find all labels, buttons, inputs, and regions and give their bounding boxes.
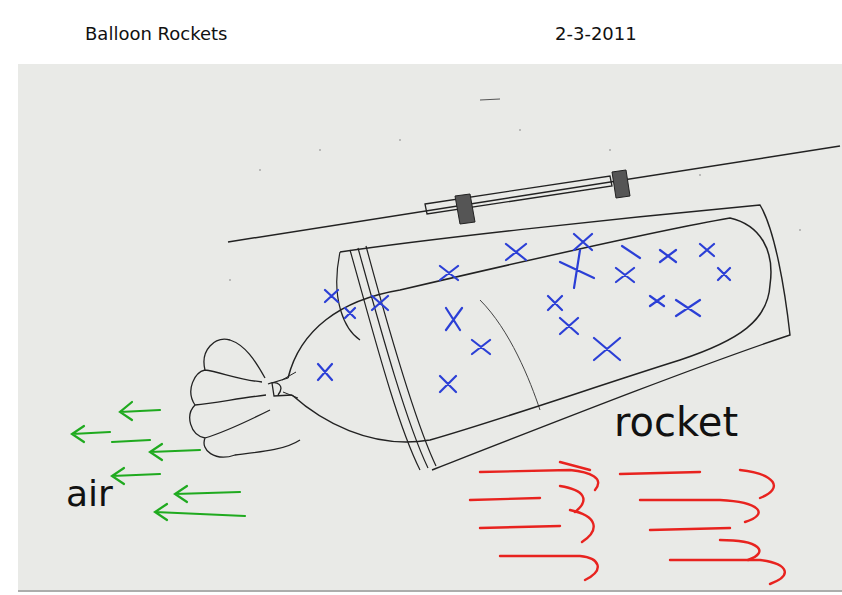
tape <box>455 194 475 224</box>
air-arrow <box>120 402 160 420</box>
rocket-motion-arrows <box>470 462 785 584</box>
title: Balloon Rockets <box>85 24 227 44</box>
paper-edge <box>18 590 842 592</box>
rocket-arrow <box>640 500 759 522</box>
air-particle-marks <box>318 234 730 392</box>
tape <box>612 170 630 198</box>
rocket-arrow <box>480 462 598 490</box>
bag-outline <box>340 205 790 470</box>
date-label: 2-3-2011 <box>555 24 637 44</box>
paper-sheet <box>18 64 842 592</box>
air-arrow <box>72 426 150 442</box>
rocket-arrow <box>470 486 583 512</box>
speckle <box>229 279 231 281</box>
air-arrow <box>150 444 200 460</box>
paper-speckles <box>229 129 801 281</box>
rocket-arrow <box>500 556 598 580</box>
bag-opening-folds <box>337 246 436 470</box>
rocket-arrow <box>650 528 759 560</box>
speckle <box>699 174 701 176</box>
air-arrow <box>112 468 160 484</box>
speckle <box>609 149 611 151</box>
hand <box>190 339 300 457</box>
rocket-arrow <box>670 560 785 584</box>
rocket-arrow <box>620 470 774 498</box>
bag-crease <box>480 300 540 410</box>
rocket-label: rocket <box>614 400 738 444</box>
air-label: air <box>66 474 113 514</box>
speckle <box>799 229 801 231</box>
balloon-neck <box>272 378 292 396</box>
pencil-mark <box>480 99 500 100</box>
straw <box>425 176 612 214</box>
air-arrow <box>175 486 240 502</box>
air-arrow <box>155 504 245 520</box>
balloon-knot-lines <box>282 372 298 398</box>
speckle <box>319 149 321 151</box>
rocket-arrow <box>480 510 594 542</box>
speckle <box>399 139 401 141</box>
speckle <box>259 169 261 171</box>
speckle <box>519 129 521 131</box>
